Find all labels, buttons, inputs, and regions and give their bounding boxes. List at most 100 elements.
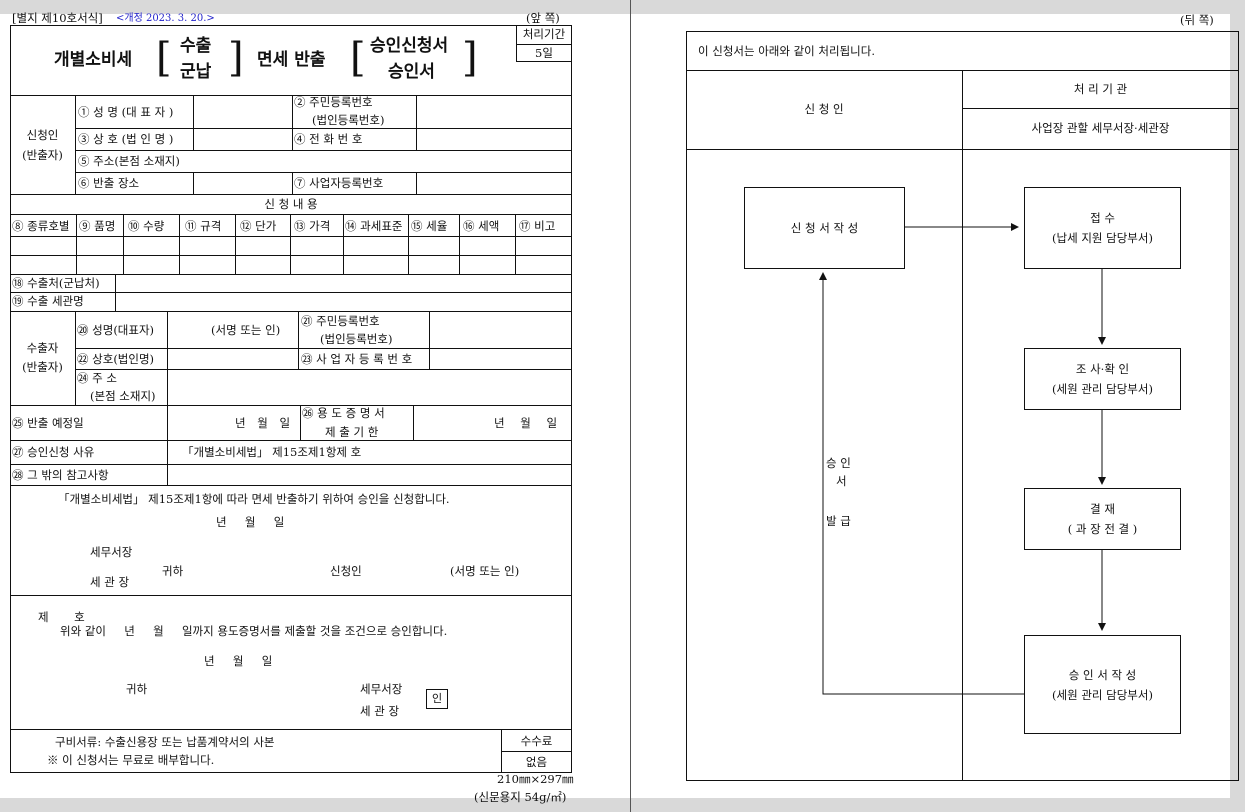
col-spec: ⑪ 규격 [185, 219, 222, 233]
input-address[interactable] [194, 151, 571, 171]
title-middle: 면세 반출 [257, 50, 326, 70]
approval-office-tax: 세무서장 [360, 682, 403, 696]
approval-text: 위와 같이 년 월 일까지 용도증명서를 제출할 것을 조건으로 승인합니다. [60, 624, 448, 638]
label-exporter-address: ㉔ 주 소 [77, 371, 117, 385]
approval-office-customs: 세 관 장 [360, 704, 400, 718]
back-intro: 이 신청서는 아래와 같이 처리됩니다. [698, 44, 875, 58]
col-price: ⑬ 가격 [294, 219, 331, 233]
declaration-office-tax: 세무서장 [90, 545, 133, 559]
input-destination[interactable] [116, 275, 571, 291]
input-customs[interactable] [116, 293, 571, 310]
flow-receipt-title: 접 수 [1090, 211, 1115, 225]
viewer-top-margin [0, 0, 1245, 14]
flow-arrows [819, 223, 1106, 695]
input-exporter-trade-name[interactable] [168, 349, 297, 368]
approval-number[interactable]: 제 호 [38, 610, 85, 624]
label-exporter-address-sub: (본점 소재지) [90, 389, 156, 403]
label-corp-no: (법인등록번호) [312, 113, 385, 127]
processing-label: 처리기간 [522, 27, 566, 41]
flow-issue-dept: (세원 관리 담당부서) [1052, 687, 1153, 702]
label-other-notes: ㉘ 그 밖의 참고사항 [12, 468, 109, 482]
flow-decision-title: 결 재 [1090, 502, 1115, 516]
input-exporter-resident-no[interactable] [430, 312, 571, 347]
label-address: ⑤ 주소(본점 소재지) [78, 154, 180, 168]
col-item: ⑨ 품명 [79, 219, 116, 233]
declaration-applicant-label: 신청인 [330, 564, 362, 578]
issue-label-3: 발 급 [826, 514, 851, 528]
col-type: ⑧ 종류호별 [12, 219, 70, 233]
declaration-date[interactable]: 년 월 일 [216, 515, 285, 529]
label-exporter-name: ⑳ 성명(대표자) [77, 323, 155, 337]
form-frame [10, 25, 572, 773]
page-divider [630, 0, 631, 812]
bracket-left-2: [ [350, 35, 366, 81]
flow-issue-approval: 승 인 서 작 성 (세원 관리 담당부서) [1024, 635, 1181, 734]
label-cert-deadline-sub: 제 출 기 한 [325, 425, 379, 439]
back-col-applicant: 신 청 인 [804, 102, 844, 116]
input-exporter-address[interactable] [168, 370, 571, 404]
title-export: 수출 [180, 36, 212, 56]
input-name[interactable] [194, 96, 291, 127]
approval-date[interactable]: 년 월 일 [204, 654, 273, 668]
input-phone[interactable] [417, 129, 571, 149]
label-release-date: ㉕ 반출 예정일 [12, 416, 84, 430]
required-documents: 구비서류: 수출신용장 또는 납품계약서의 사본 [55, 735, 275, 749]
detail-row-2[interactable] [11, 256, 571, 273]
exporter-sign-hint: (서명 또는 인) [211, 323, 281, 337]
declaration-text: 「개별소비세법」 제15조제1항에 따라 면세 반출하기 위하여 승인을 신청합… [58, 492, 450, 506]
label-exporter-trade-name: ㉒ 상호(법인명) [77, 352, 155, 366]
applicant-group-label: 신청인 [26, 128, 59, 142]
flow-decision-dept: ( 과 장 전 결 ) [1067, 522, 1138, 536]
label-destination: ⑱ 수출처(군납처) [12, 276, 100, 290]
fee-label: 수수료 [520, 734, 553, 748]
col-qty: ⑩ 수량 [128, 219, 165, 233]
viewer-right-margin [1230, 0, 1245, 812]
flow-investigation: 조 사·확 인 (세원 관리 담당부서) [1024, 348, 1181, 410]
flow-write-label: 신 청 서 작 성 [790, 221, 859, 235]
flow-receipt: 접 수 (납세 지원 담당부서) [1024, 187, 1181, 269]
declaration-office-customs: 세 관 장 [90, 575, 130, 589]
paper-size: 210㎜×297㎜ [497, 772, 574, 786]
input-exporter-business-no[interactable] [430, 349, 571, 368]
paper-spec: (신문용지 54g/㎡) [474, 790, 567, 804]
back-side-label: (뒤 쪽) [1180, 13, 1214, 27]
col-tax-amount: ⑯ 세액 [463, 219, 500, 233]
input-resident-no[interactable] [417, 96, 571, 127]
back-agency-name: 사업장 관할 세무서장·세관장 [1031, 121, 1170, 135]
seal-stamp: 인 [426, 689, 448, 709]
bracket-left-1: [ [156, 35, 172, 81]
front-side-label: (앞 쪽) [526, 11, 560, 25]
input-business-no[interactable] [417, 173, 571, 193]
label-trade-name: ③ 상 호 (법 인 명 ) [78, 132, 174, 146]
declaration-sign-hint[interactable]: (서명 또는 인) [450, 564, 520, 578]
input-other-notes[interactable] [168, 465, 571, 484]
viewer-bottom-margin [0, 798, 1245, 812]
input-release-place[interactable] [194, 173, 291, 193]
label-release-place: ⑥ 반출 장소 [78, 176, 140, 190]
flow-investigation-dept: (세원 관리 담당부서) [1052, 382, 1153, 396]
label-reason: ㉗ 승인신청 사유 [12, 445, 95, 459]
col-tax-base: ⑭ 과세표준 [345, 219, 403, 233]
approval-honorific: 귀하 [126, 682, 148, 696]
label-customs: ⑲ 수출 세관명 [12, 294, 84, 308]
declaration-honorific: 귀하 [162, 564, 184, 578]
label-resident-no: ② 주민등록번호 [294, 95, 373, 109]
issue-label-2: 서 [836, 474, 847, 488]
release-date-value[interactable]: 년 월 일 [235, 416, 291, 430]
processing-value: 5일 [535, 46, 553, 60]
revised-date[interactable]: <개정 2023. 3. 20.> [116, 13, 215, 24]
col-unit-price: ⑫ 단가 [240, 219, 277, 233]
flow-issue-title: 승 인 서 작 성 [1068, 667, 1137, 682]
title-approval: 승인서 [388, 62, 435, 82]
reason-value[interactable]: 「개별소비세법」 제15조제1항제 호 [182, 445, 362, 459]
applicant-group-sub: (반출자) [22, 148, 63, 162]
flow-write-application: 신 청 서 작 성 [744, 187, 905, 269]
input-trade-name[interactable] [194, 129, 291, 149]
flow-investigation-title: 조 사·확 인 [1075, 362, 1130, 376]
label-business-no: ⑦ 사업자등록번호 [294, 176, 384, 190]
detail-row-1[interactable] [11, 237, 571, 254]
title-prefix: 개별소비세 [54, 50, 133, 70]
processing-value-cell [516, 44, 572, 62]
title-military: 군납 [180, 62, 212, 82]
cert-deadline-value[interactable]: 년 월 일 [494, 416, 558, 430]
